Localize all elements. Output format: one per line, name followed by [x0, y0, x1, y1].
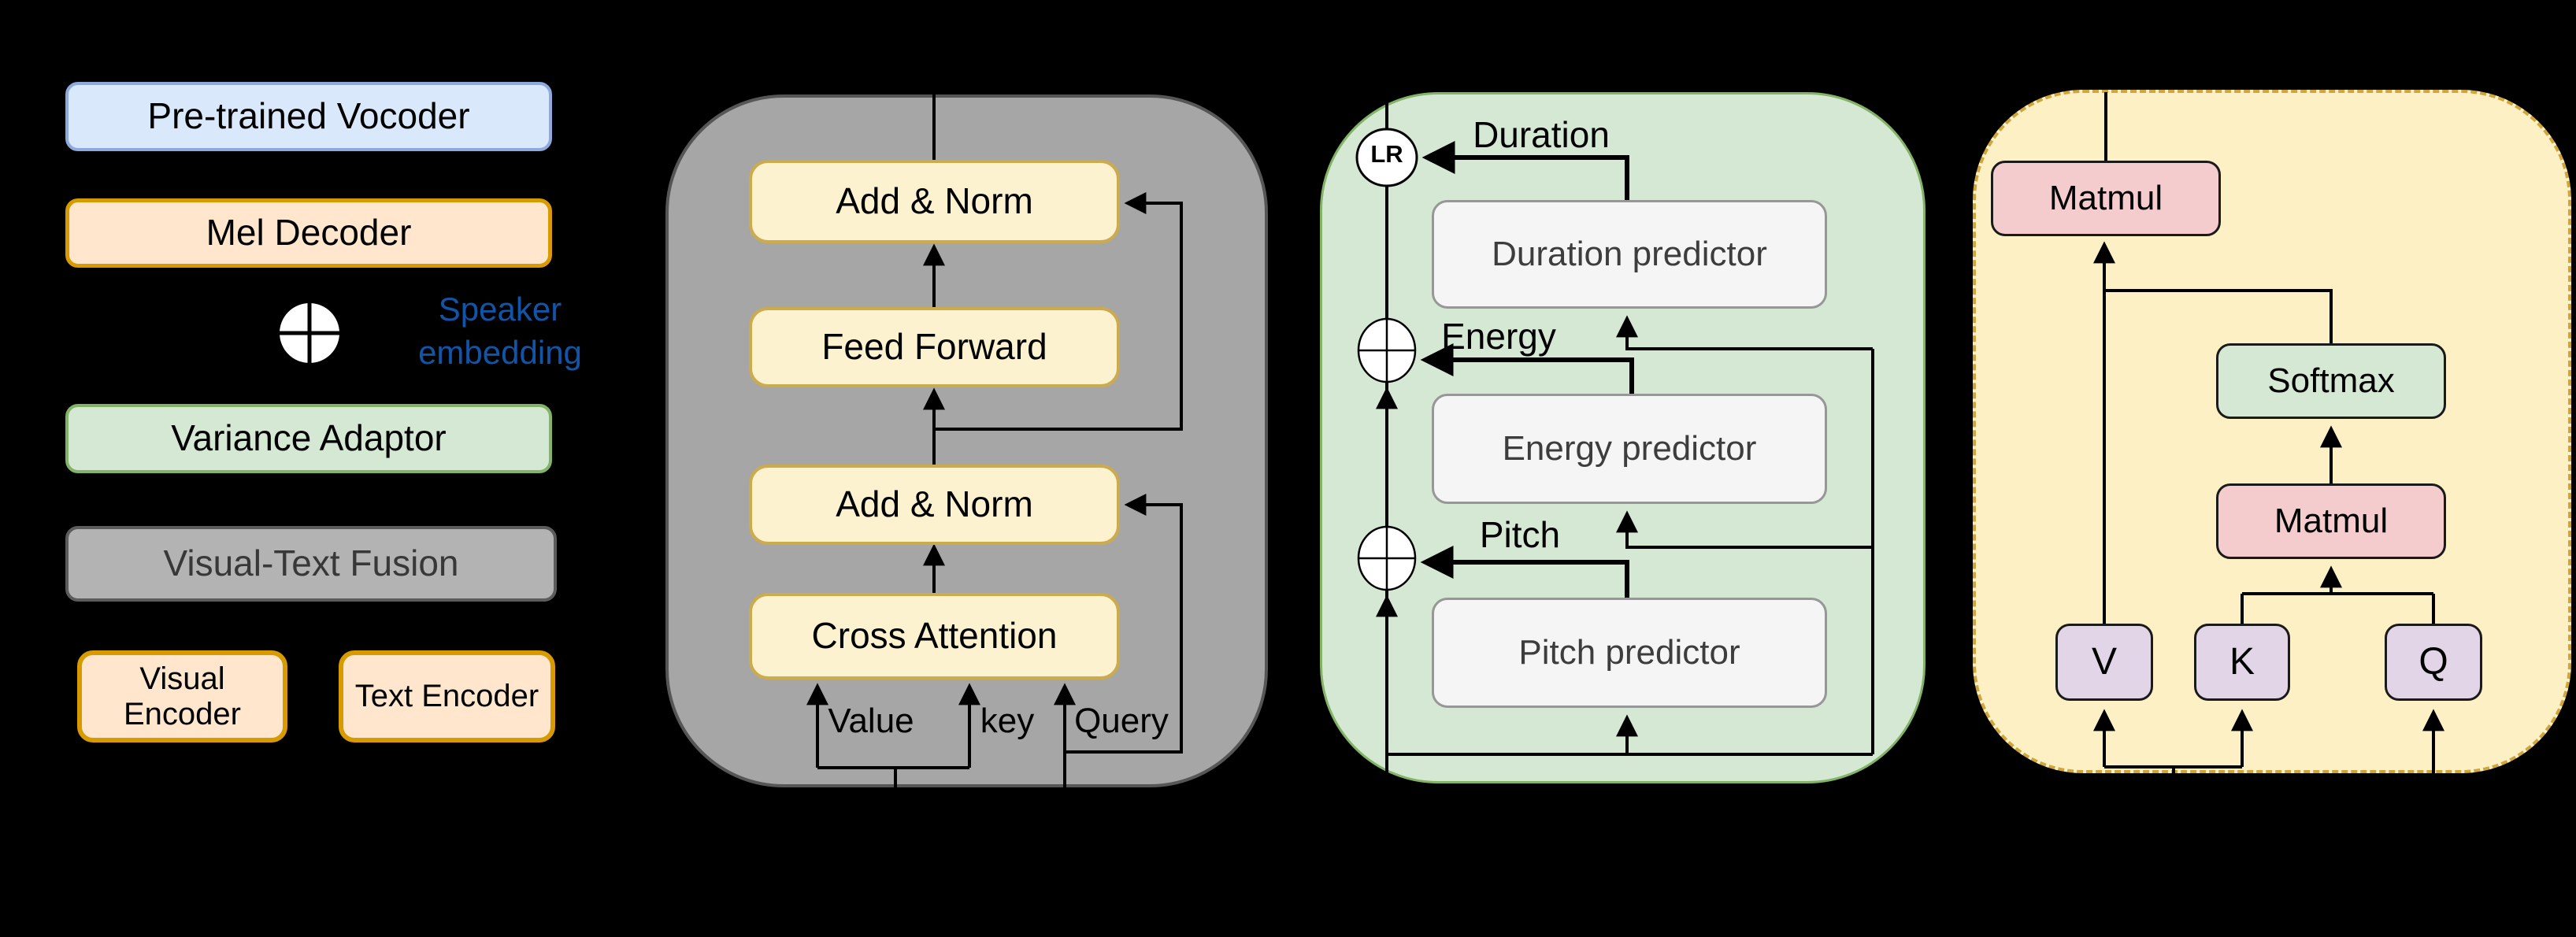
energy-predictor-box: Energy predictor [1432, 394, 1827, 504]
softmax-label: Softmax [2267, 361, 2395, 401]
speaker-embedding-label: Speaker embedding [418, 291, 582, 371]
visual-text-fusion-label: Visual-Text Fusion [163, 543, 459, 584]
visual-encoder-label: Visual Encoder [124, 661, 241, 731]
add-norm-1-box: Add & Norm [749, 160, 1120, 243]
matmul-bottom-label: Matmul [2274, 502, 2389, 541]
matmul-top-label: Matmul [2048, 179, 2163, 218]
softmax-box: Softmax [2216, 343, 2446, 419]
query-matrix-label: Q [2418, 641, 2448, 683]
add-norm-2-label: Add & Norm [836, 483, 1033, 525]
energy-predictor-label: Energy predictor [1502, 429, 1757, 468]
variance-adaptor-label: Variance Adaptor [171, 417, 447, 459]
variance-adaptor-box: Variance Adaptor [65, 404, 552, 473]
matmul-bottom-box: Matmul [2216, 483, 2446, 559]
pitch-predictor-label: Pitch predictor [1518, 633, 1740, 672]
visual-encoder-box: Visual Encoder [77, 650, 287, 743]
text-encoder-label: Text Encoder [354, 679, 539, 714]
cross-attention-box: Cross Attention [749, 593, 1120, 680]
value-matrix-label: V [2091, 641, 2117, 683]
mel-decoder-box: Mel Decoder [65, 198, 552, 268]
visual-text-fusion-box: Visual-Text Fusion [65, 526, 557, 602]
energy-signal-label: Energy [1441, 316, 1556, 357]
feed-forward-box: Feed Forward [749, 307, 1120, 387]
cross-attention-label: Cross Attention [811, 615, 1058, 657]
pitch-predictor-box: Pitch predictor [1432, 598, 1827, 708]
add-norm-1-label: Add & Norm [836, 180, 1033, 222]
feed-forward-label: Feed Forward [821, 326, 1047, 368]
duration-predictor-label: Duration predictor [1492, 235, 1767, 274]
value-input-label: Value [828, 702, 914, 740]
text-encoder-box: Text Encoder [339, 650, 555, 743]
pitch-signal-label: Pitch [1479, 514, 1561, 555]
query-matrix-box: Q [2385, 624, 2482, 701]
key-matrix-label: K [2229, 641, 2255, 683]
key-matrix-box: K [2194, 624, 2290, 701]
length-regulator-label: LR [1370, 140, 1403, 168]
value-matrix-box: V [2055, 624, 2153, 701]
key-input-label: key [980, 702, 1035, 740]
add-norm-2-box: Add & Norm [749, 465, 1120, 545]
mel-decoder-label: Mel Decoder [206, 212, 412, 254]
query-input-label: Query [1074, 702, 1169, 740]
matmul-top-box: Matmul [1991, 161, 2221, 236]
pretrained-vocoder-box: Pre-trained Vocoder [65, 82, 552, 151]
pretrained-vocoder-label: Pre-trained Vocoder [147, 95, 470, 137]
duration-predictor-box: Duration predictor [1432, 200, 1827, 309]
speaker-add-icon [276, 302, 343, 365]
duration-signal-label: Duration [1473, 114, 1610, 155]
